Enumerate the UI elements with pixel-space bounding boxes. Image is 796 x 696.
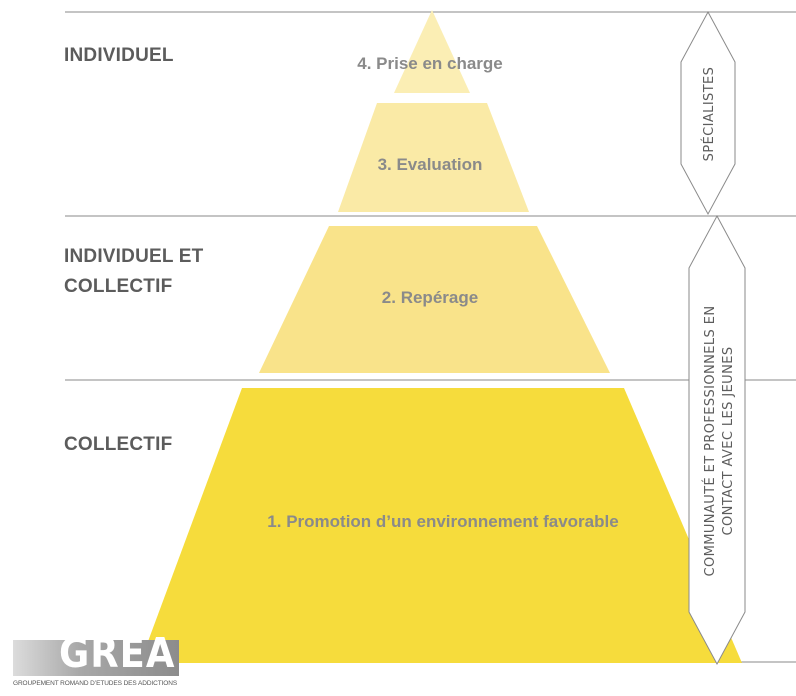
tier-1-label: 1. Promotion d’un environnement favorabl… [267, 512, 618, 531]
pyramid-tier-1 [140, 388, 742, 663]
logo-banner [13, 640, 179, 676]
level-individuel-collectif-line2: COLLECTIF [64, 276, 173, 297]
pyramid-tier-2 [259, 226, 610, 373]
tier-3-label: 3. Evaluation [378, 155, 483, 174]
level-individuel-collectif-line1: INDIVIDUEL ET [64, 246, 204, 267]
pyramid-tier-4 [394, 10, 470, 93]
logo-name: GREA [59, 629, 176, 677]
level-individuel: INDIVIDUEL [64, 45, 174, 66]
pyramid-tier-3 [338, 103, 529, 212]
level-collectif: COLLECTIF [64, 434, 173, 455]
communaute-box [688, 214, 746, 666]
communaute-label-line2: CONTACT AVEC LES JEUNES [721, 347, 736, 536]
specialistes-box [680, 10, 736, 216]
logo-tagline: GROUPEMENT ROMAND D’ETUDES DES ADDICTION… [13, 680, 178, 687]
tier-4-label: 4. Prise en charge [357, 54, 503, 73]
tier-2-label: 2. Repérage [382, 288, 478, 307]
level-individuel-collectif: INDIVIDUEL ET COLLECTIF [64, 242, 204, 302]
communaute-label-line1: COMMUNAUTÉ ET PROFESSIONNELS EN [702, 306, 718, 577]
specialistes-label: SPÉCIALISTES [701, 67, 717, 162]
grea-logo [13, 640, 179, 676]
